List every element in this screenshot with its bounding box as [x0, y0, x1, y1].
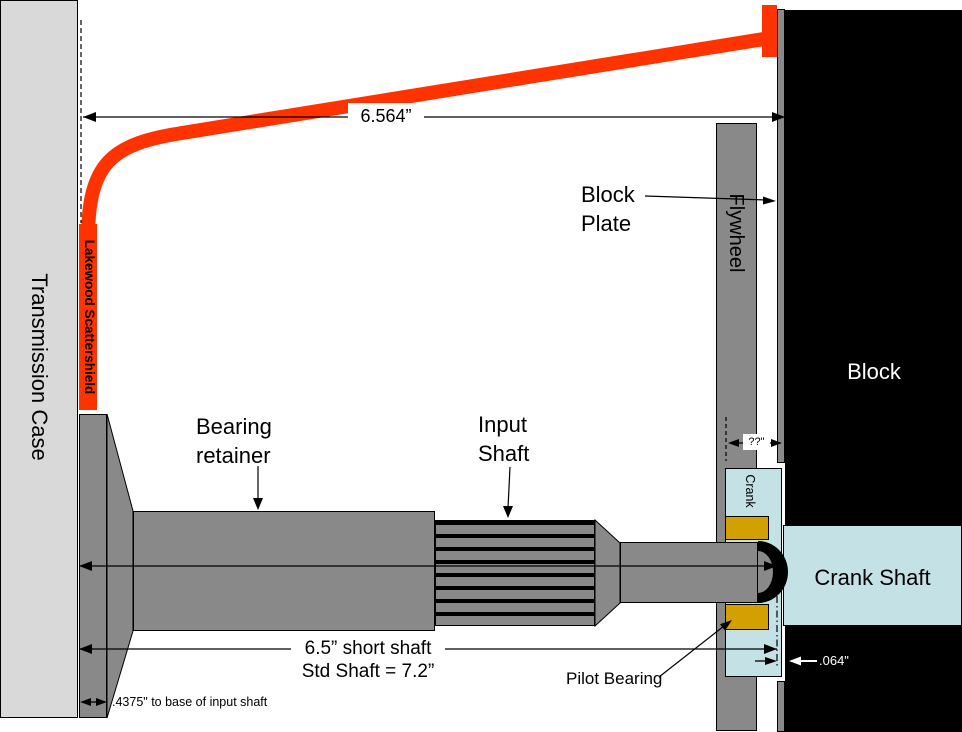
bearing-retainer-taper [106, 413, 134, 719]
input-shaft-splines [435, 520, 595, 626]
dim-case-to-block [83, 112, 785, 122]
input-shaft-leader-arrow [503, 466, 513, 518]
pilot-bearing-label: Pilot Bearing [566, 669, 663, 688]
flywheel-label: Flywheel [725, 193, 747, 273]
dim-crank-clearance-label: .064" [819, 653, 849, 668]
bearing-retainer-flange [79, 414, 107, 718]
scattershield-strip [79, 224, 97, 410]
dim-retainer-base-label: .4375" to base of input shaft [112, 695, 268, 709]
transmission-case-label: Transmission Case [27, 273, 52, 461]
input-shaft-taper [594, 518, 621, 628]
bearing-retainer-label: Bearing retainer [196, 414, 272, 469]
scattershield-band [81, 31, 772, 241]
bearing-retainer-barrel [133, 511, 435, 631]
dim-shaft-length-label: 6.5” short shaft Std Shaft = 7.2” [291, 637, 445, 685]
pilot-bearing-lower [725, 604, 769, 630]
dim-case-to-block-label: 6.564” [348, 103, 424, 129]
scattershield-label: Lakewood Scattershield [82, 239, 97, 395]
input-shaft-label: Input Shaft [478, 412, 530, 467]
block-label: Block [847, 359, 901, 384]
block-plate-upper [777, 9, 785, 463]
block-plate-label: Block Plate [581, 182, 635, 237]
pilot-bearing-upper [725, 516, 769, 540]
scattershield-foot [762, 5, 777, 57]
bearing-retainer-leader-arrow [253, 466, 263, 510]
input-shaft-stub [620, 542, 758, 603]
dim-flywheel-gap-label: ??" [743, 434, 770, 450]
crank-label: Crank [743, 474, 757, 508]
crank-shaft [783, 525, 962, 626]
crank-shaft-label: Crank Shaft [814, 565, 931, 590]
transmission-case [0, 0, 78, 718]
block-plate-lower [777, 681, 785, 732]
